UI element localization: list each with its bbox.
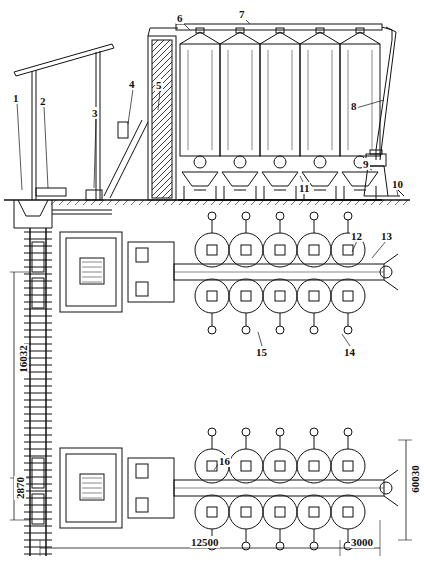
callout-number: 15: [255, 346, 268, 358]
dimension-label: 60030: [409, 465, 421, 495]
callout-number: 14: [343, 346, 356, 358]
callout-number: 8: [350, 100, 358, 112]
callout-number: 13: [380, 230, 393, 242]
callout-number: 12: [350, 230, 363, 242]
callout-number: 6: [176, 12, 184, 24]
callout-number: 9: [362, 158, 370, 170]
callout-number: 11: [298, 182, 310, 194]
callout-number: 2: [39, 95, 47, 107]
dimension-label: 3000: [350, 536, 374, 548]
callout-number: 5: [155, 79, 163, 91]
callout-number: 16: [218, 455, 231, 467]
dimension-label: 12500: [190, 536, 220, 548]
callout-number: 3: [91, 107, 99, 119]
callout-number: 7: [238, 8, 246, 20]
callout-number: 10: [391, 178, 404, 190]
dimension-label: 16032: [17, 345, 29, 375]
dimension-label: 2870: [14, 476, 26, 500]
callout-number: 1: [12, 92, 20, 104]
callout-number: 4: [128, 78, 136, 90]
